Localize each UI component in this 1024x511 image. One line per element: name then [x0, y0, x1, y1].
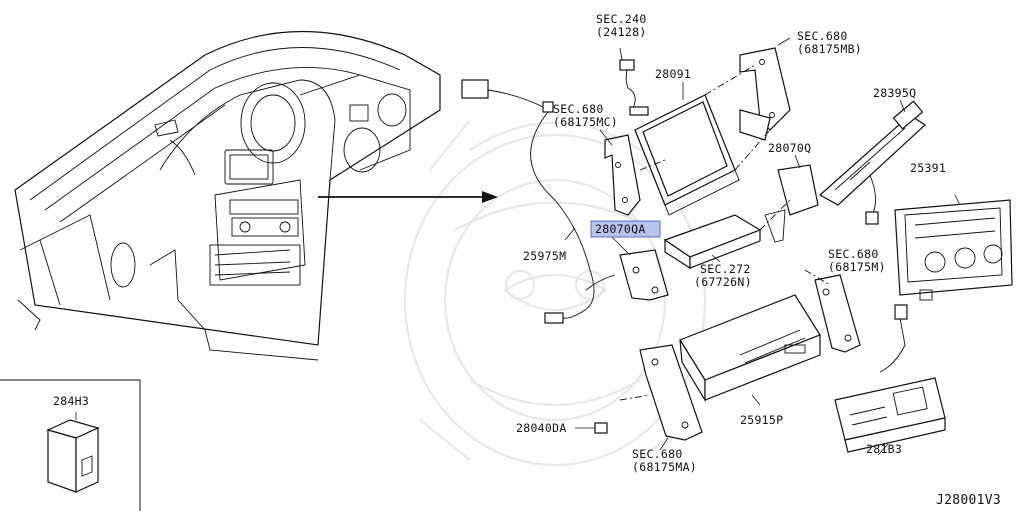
sec240-harness — [619, 47, 649, 116]
callout-28395q[interactable]: 28395Q — [873, 86, 916, 100]
callout-sec680-ma-code[interactable]: (68175MA) — [632, 460, 697, 474]
bracket-68175mb — [704, 37, 791, 171]
diagram-reference-id: J28001V3 — [936, 493, 1001, 508]
callout-sec680-mb-code[interactable]: (68175MB) — [797, 42, 862, 56]
callout-25915p[interactable]: 25915P — [740, 413, 783, 427]
pointer-arrow — [318, 191, 498, 203]
callout-284h3[interactable]: 284H3 — [53, 394, 89, 408]
control-panel-281b3 — [834, 304, 946, 456]
callout-sec680-mc-title[interactable]: SEC.680 — [553, 102, 604, 116]
callout-25391[interactable]: 25391 — [910, 161, 946, 175]
av-unit-25915p — [679, 294, 821, 406]
callout-281b3[interactable]: 281B3 — [866, 442, 902, 456]
callout-sec680-mc-code[interactable]: (68175MC) — [553, 115, 618, 129]
module-sec272 — [663, 214, 762, 270]
bracket-28070q — [759, 154, 819, 243]
bracket-28070qa — [609, 234, 669, 301]
callout-sec240-title[interactable]: SEC.240 — [596, 12, 647, 26]
screw-28040da — [575, 422, 608, 434]
callout-sec240-code[interactable]: (24128) — [596, 25, 647, 39]
callout-28091[interactable]: 28091 — [655, 67, 691, 81]
bracket-68175ma — [619, 344, 703, 451]
antenna-cable-25975m — [461, 79, 616, 324]
callout-sec680-mb-title[interactable]: SEC.680 — [797, 29, 848, 43]
bracket-68175mc — [599, 129, 666, 216]
callout-28040da[interactable]: 28040DA — [516, 421, 567, 435]
audio-switch-28395q — [818, 99, 926, 225]
inset-284h3 — [0, 379, 141, 511]
callout-sec272-code[interactable]: (67726N) — [694, 275, 752, 289]
callout-sec272-title[interactable]: SEC.272 — [700, 262, 751, 276]
bracket-68175m — [804, 269, 861, 353]
callout-sec680-ma-title[interactable]: SEC.680 — [632, 447, 683, 461]
callout-28070qa[interactable]: 28070QA — [595, 222, 646, 236]
climate-control-25391 — [894, 194, 1013, 301]
callout-sec680-m-title[interactable]: SEC.680 — [828, 247, 879, 261]
part-highlight — [590, 220, 661, 238]
callout-25975m[interactable]: 25975M — [523, 249, 566, 263]
callout-sec680-m-code[interactable]: (68175M) — [828, 260, 886, 274]
display-unit-28091 — [634, 82, 740, 216]
dashboard-illustration — [14, 31, 441, 361]
callout-28070q[interactable]: 28070Q — [768, 141, 811, 155]
